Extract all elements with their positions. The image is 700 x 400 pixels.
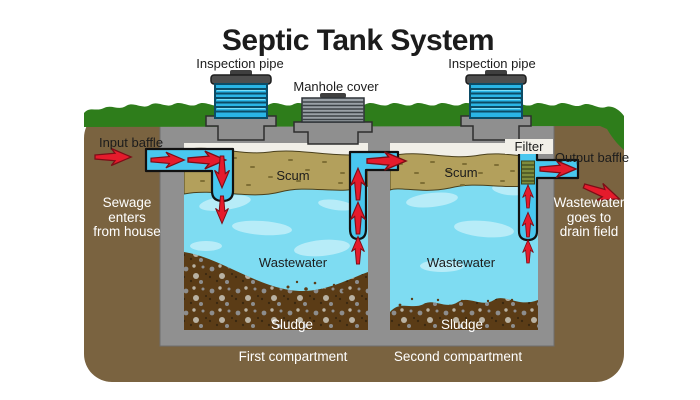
inspection-pipe-left [205, 70, 277, 141]
label-first-compartment: First compartment [239, 349, 348, 364]
label-wastewater-1: Wastewater [259, 255, 328, 270]
water-highlights-2 [406, 184, 524, 272]
sludge-texture-1 [184, 252, 368, 330]
sewage-line-2: enters [108, 210, 146, 225]
filter-label-bg [505, 139, 553, 154]
label-manhole-cover: Manhole cover [293, 79, 379, 94]
sewage-line-3: from house [93, 224, 161, 239]
label-scum-2: Scum [444, 165, 477, 180]
dividing-wall [368, 143, 390, 330]
label-sludge-1: Sludge [271, 317, 313, 332]
label-sludge-2: Sludge [441, 317, 483, 332]
water-highlights-1 [190, 195, 354, 257]
label-inspection-pipe-left: Inspection pipe [196, 56, 283, 71]
sewage-line-1: Sewage [103, 195, 152, 210]
scum-texture-2 [398, 161, 529, 186]
sludge-particles-1 [286, 280, 364, 294]
drain-line-3: drain field [560, 224, 619, 239]
effluent-filter [521, 160, 535, 185]
inspection-pipe-right [460, 70, 532, 141]
sludge-particles-2 [398, 297, 514, 308]
label-input-baffle: Input baffle [99, 135, 163, 150]
annotation-drain-outlet: Wastewater goes to drain field [554, 195, 625, 239]
compartment1-contents [184, 147, 368, 330]
sludge-texture-2 [390, 298, 538, 330]
label-inspection-pipe-right: Inspection pipe [448, 56, 535, 71]
annotation-sewage-inlet: Sewage enters from house [93, 195, 161, 239]
label-output-baffle: Output baffle [555, 150, 629, 165]
label-second-compartment: Second compartment [394, 349, 523, 364]
label-scum-1: Scum [276, 168, 309, 183]
compartment2-contents [390, 153, 538, 330]
label-filter: Filter [515, 139, 545, 154]
page-title: Septic Tank System [222, 24, 494, 57]
drain-line-1: Wastewater [554, 195, 625, 210]
label-wastewater-2: Wastewater [427, 255, 496, 270]
drain-line-2: goes to [567, 210, 611, 225]
manhole-cover [293, 93, 373, 145]
